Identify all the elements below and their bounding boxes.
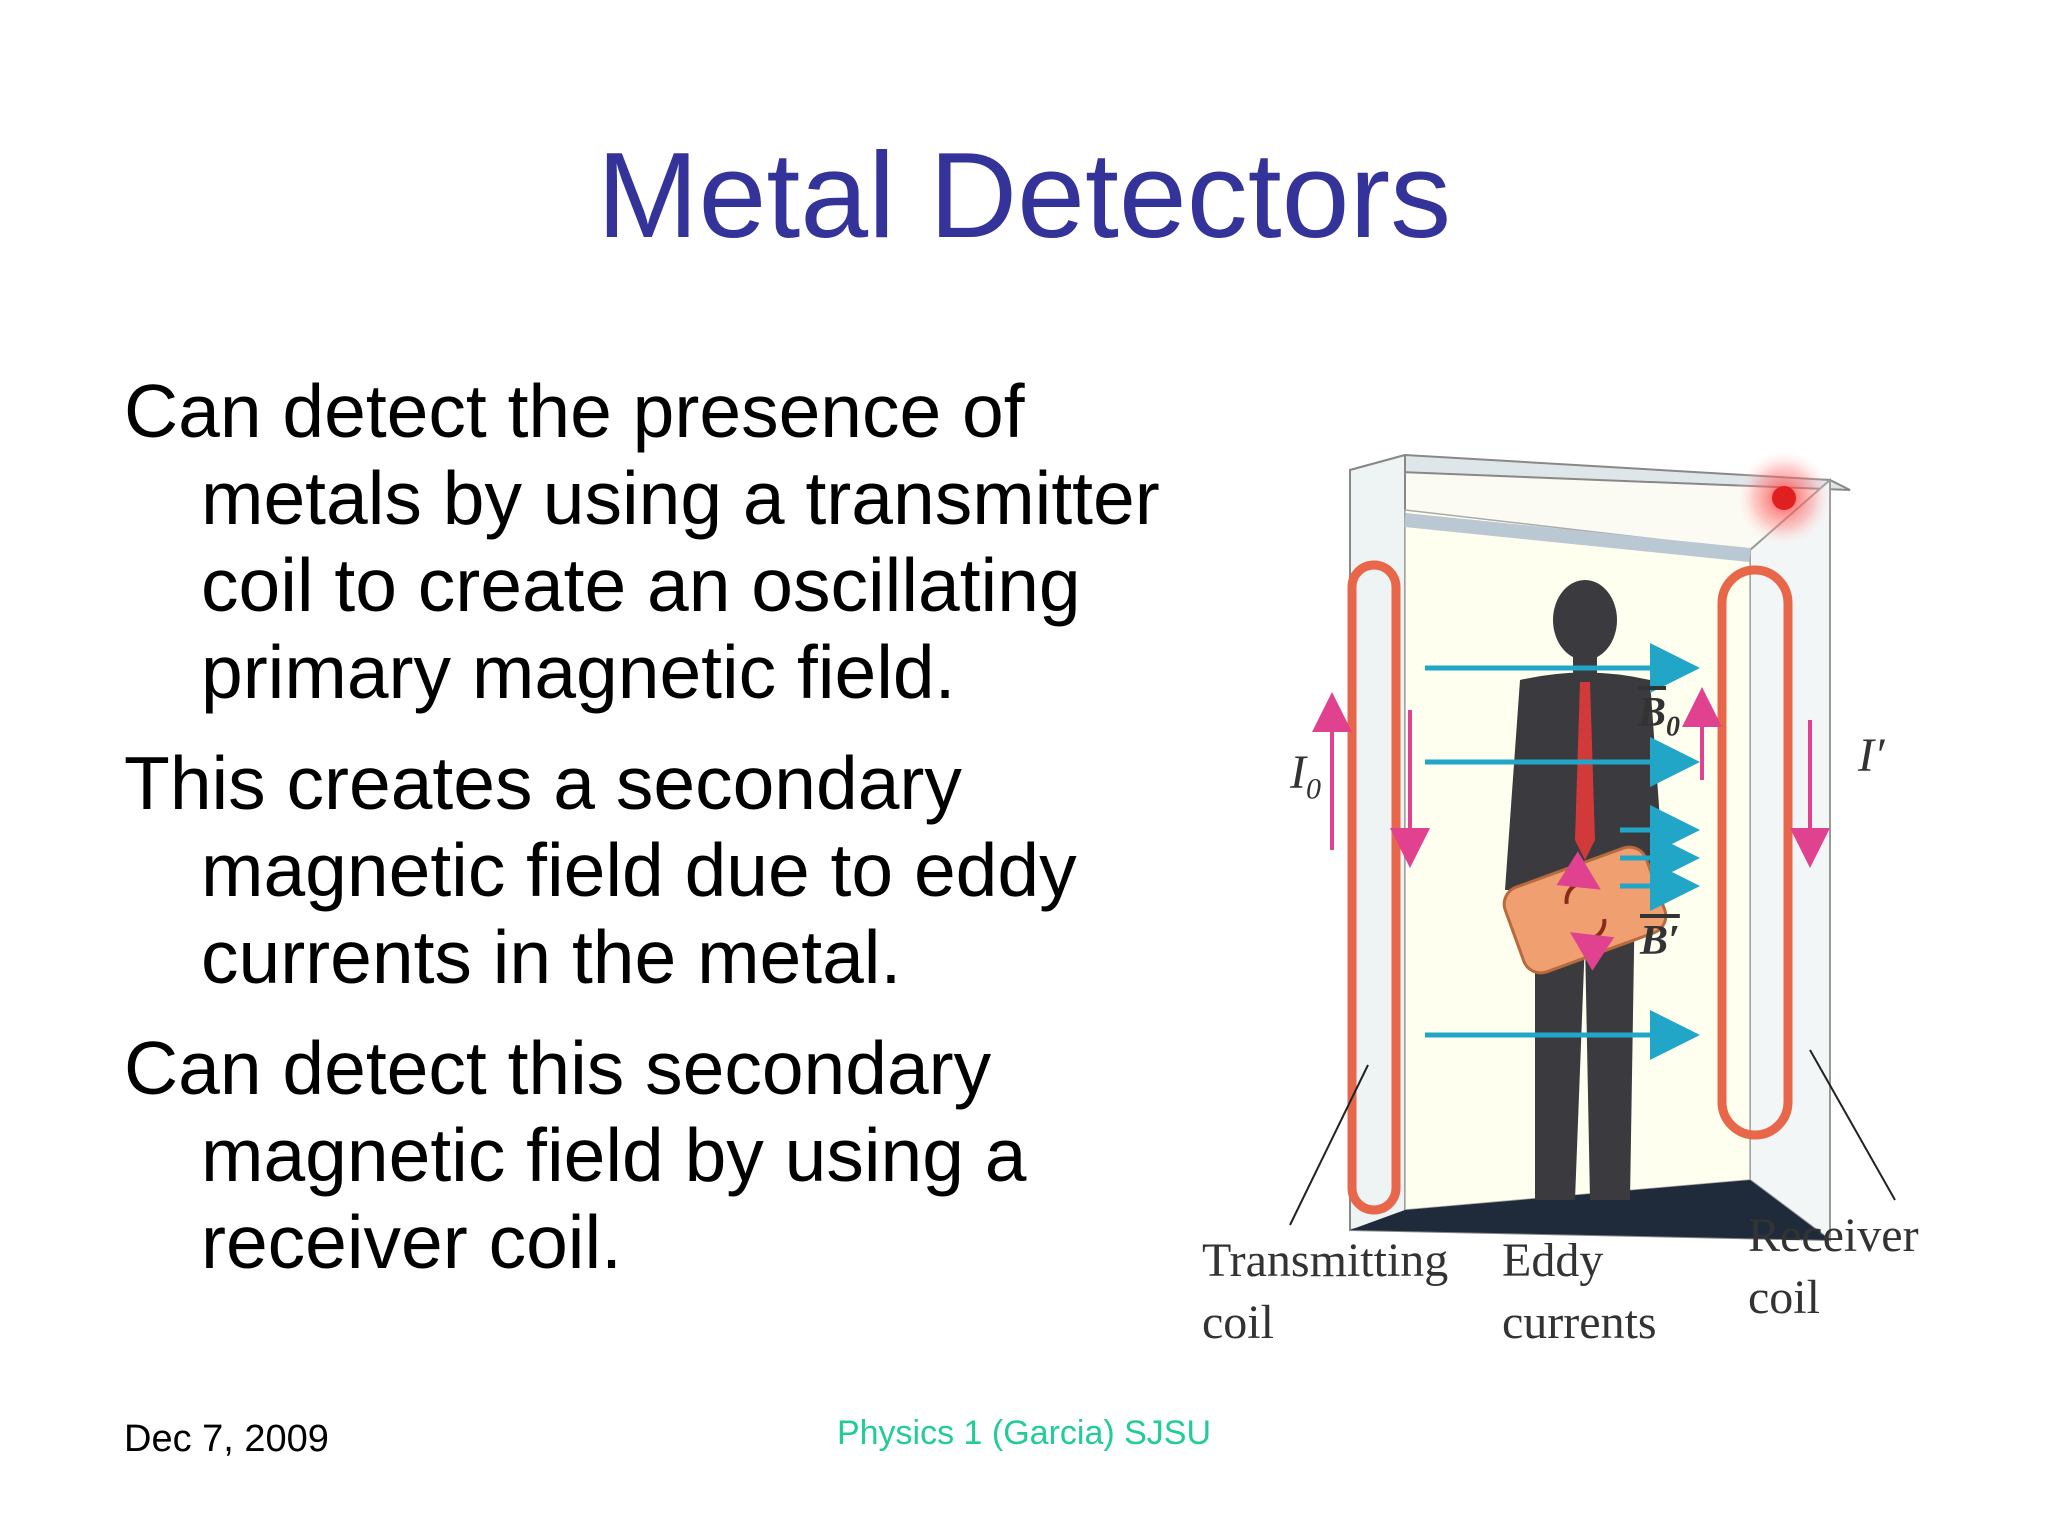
label-iprime: I′ [1858, 729, 1885, 782]
bullet-3: Can detect this secondary magnetic field… [124, 1026, 1027, 1284]
footer-course: Physics 1 (Garcia) SJSU [836, 1414, 1212, 1452]
receiver-coil [1717, 565, 1793, 1140]
label-bprime: B′ [1640, 918, 1680, 964]
footer-date: Dec 7, 2009 [124, 1418, 329, 1460]
metal-briefcase [1502, 845, 1668, 975]
metal-detector-figure: I0 I′ B0 B′ Transmitting coil Eddy curre… [1190, 420, 1960, 1380]
metal-detector-illustration [1289, 448, 1896, 1242]
label-i0: I0 [1290, 746, 1321, 806]
bullet-2: This creates a secondary magnetic field … [124, 741, 1077, 999]
label-receiver-coil: Receiver coil [1748, 1209, 1919, 1324]
bullet-list: Can detect the presence of metals by usi… [124, 368, 1184, 1310]
label-b0: B0 [1638, 690, 1681, 743]
slide-title: Metal Detectors [596, 127, 1452, 263]
label-eddy-currents: Eddy currents [1502, 1234, 1657, 1349]
bullet-1: Can detect the presence of metals by usi… [124, 369, 1160, 714]
label-transmitting-coil: Transmitting coil [1202, 1234, 1449, 1349]
transmitting-coil [1347, 560, 1401, 1215]
magnetic-field-arrows [1425, 643, 1700, 1060]
